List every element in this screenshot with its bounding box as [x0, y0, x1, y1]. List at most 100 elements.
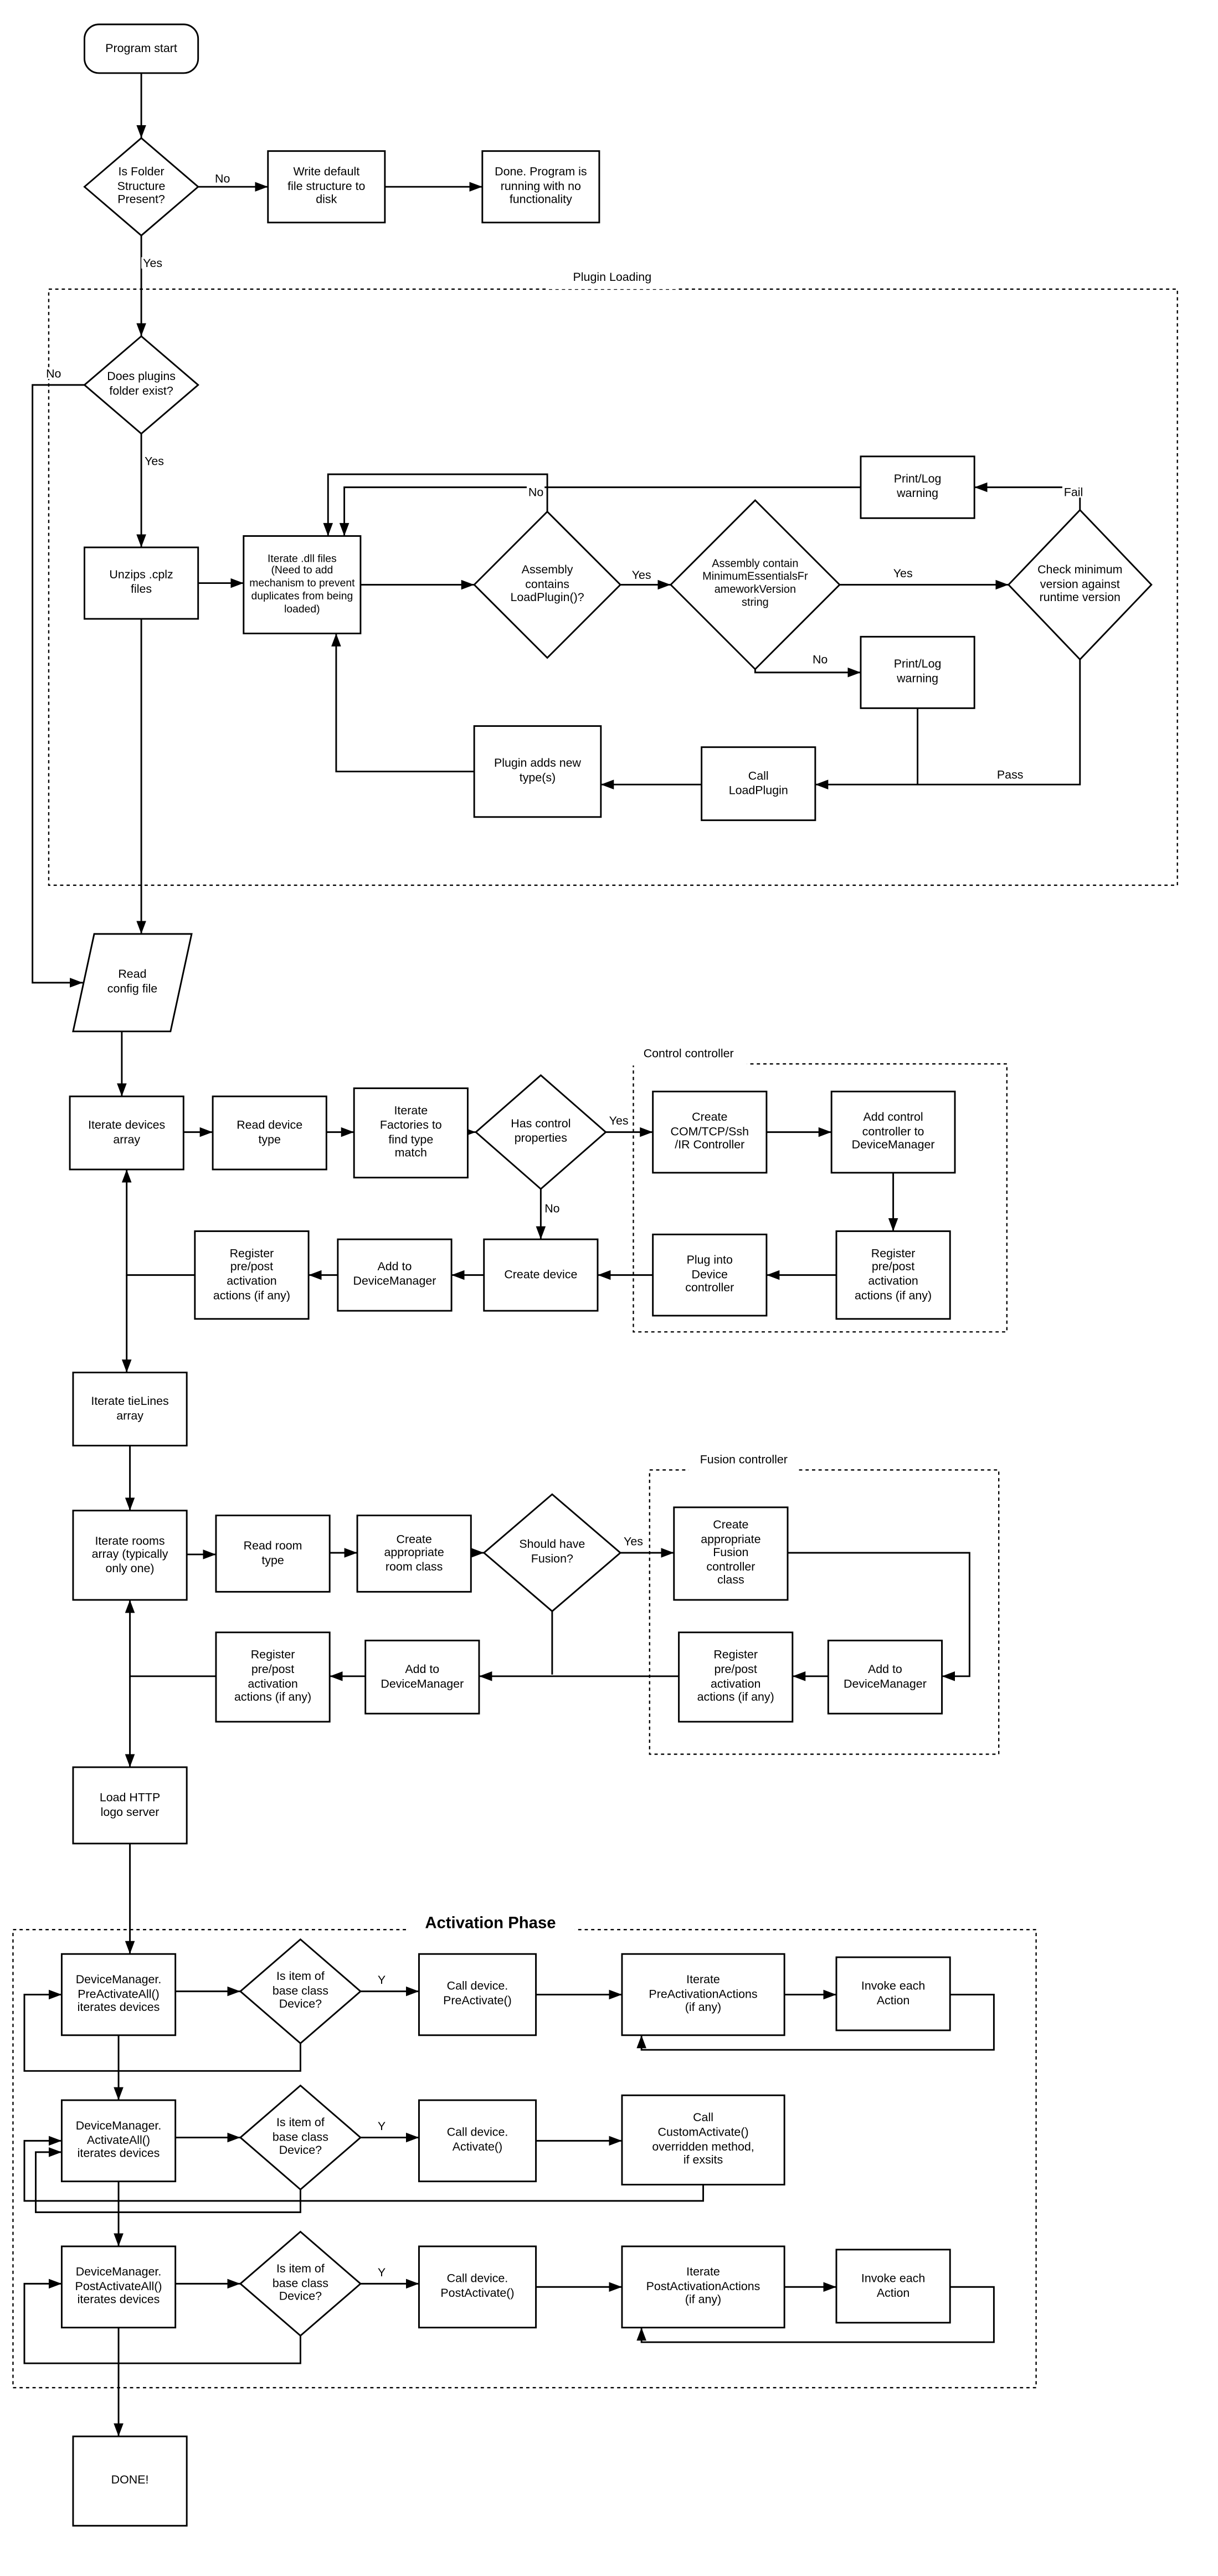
plug-into-device-shape [652, 1233, 768, 1317]
node-read-room-type: Read room type [243, 1538, 302, 1567]
node-assembly-minver: Assembly contain MinimumEssentialsFr ame… [702, 558, 808, 609]
fusion-controller-box [649, 1469, 1000, 1755]
edge-label-control-no: No [543, 1202, 562, 1214]
is-base-device-2-diamond [239, 2084, 362, 2191]
read-room-type-shape [215, 1515, 331, 1593]
node-call-preactivate: Call device. PreActivate() [443, 1979, 512, 2008]
load-http-logo-shape [72, 1766, 188, 1845]
printlog-warning-top-shape [860, 455, 975, 519]
add-to-dm-fusion-shape [827, 1639, 943, 1715]
done-no-functionality-shape [481, 150, 600, 224]
edge-label-minver-no: No [811, 653, 830, 665]
container-label-plugin-loading: Plugin Loading [547, 270, 677, 289]
node-create-device: Create device [504, 1266, 578, 1281]
register-prepost-device-shape [194, 1230, 310, 1320]
node-iterate-rooms: Iterate rooms array (typically only one) [91, 1532, 168, 1576]
node-create-room-class: Create appropriate room class [384, 1531, 444, 1574]
register-prepost-fusion-shape [678, 1631, 794, 1723]
edge-label-version-fail: Fail [1062, 486, 1085, 498]
does-plugins-exist-diamond [83, 335, 199, 435]
dm-postactivateall-shape [60, 2245, 177, 2329]
node-register-prepost-room: Register pre/post activation actions (if… [234, 1648, 312, 1704]
node-done: DONE! [111, 2472, 149, 2487]
add-to-dm-room-shape [364, 1639, 480, 1715]
node-program-start: Program start [105, 40, 177, 55]
write-default-shape [267, 150, 386, 224]
node-dm-activateall: DeviceManager. ActivateAll() iterates de… [75, 2118, 162, 2161]
node-invoke-each-action-3: Invoke each Action [861, 2270, 926, 2300]
node-read-device-type: Read device type [237, 1117, 303, 1146]
dm-activateall-shape [60, 2099, 177, 2183]
unzips-cplz-shape [83, 546, 199, 620]
read-config-parallelogram [72, 933, 193, 1033]
node-call-postactivate: Call device. PostActivate() [440, 2271, 515, 2300]
is-folder-diamond [83, 137, 199, 237]
edge-label-minver-yes: Yes [891, 567, 914, 579]
edge-label-version-pass: Pass [995, 768, 1025, 781]
node-register-prepost-fusion: Register pre/post activation actions (if… [697, 1648, 774, 1704]
edge-label-fusion-yes: Yes [622, 1535, 645, 1547]
edge-label-loadplugin-yes: Yes [630, 568, 653, 581]
register-prepost-ctrl-shape [835, 1230, 951, 1320]
edge-label-base1-y: Y [376, 1974, 388, 1986]
iterate-tielines-shape [72, 1372, 188, 1446]
node-is-base-device-2: Is item of base class Device? [272, 2115, 328, 2158]
node-add-to-dm-fusion: Add to DeviceManager [843, 1661, 927, 1690]
done-shape [72, 2435, 188, 2527]
node-iterate-postactions: Iterate PostActivationActions (if any) [646, 2264, 760, 2307]
node-dm-preactivateall: DeviceManager. PreActivateAll() iterates… [75, 1972, 162, 2015]
container-label-fusion-controller: Fusion controller [688, 1453, 799, 1472]
plugin-loading-box [48, 288, 1178, 886]
edge-label-base3-y: Y [376, 2266, 388, 2279]
iterate-factories-shape [353, 1087, 469, 1179]
node-register-prepost-device: Register pre/post activation actions (if… [213, 1245, 291, 1302]
node-call-customactivate: Call CustomActivate() overridden method,… [652, 2110, 754, 2167]
node-register-prepost-ctrl: Register pre/post activation actions (if… [855, 1245, 932, 1302]
add-to-dm-device-shape [337, 1238, 453, 1312]
container-label-activation-phase: Activation Phase [406, 1915, 575, 1936]
node-read-config: Read config file [107, 967, 158, 996]
call-activate-shape [418, 2099, 537, 2183]
create-device-shape [483, 1238, 599, 1312]
printlog-warning-mid-shape [860, 635, 975, 709]
is-base-device-1-diamond [239, 1938, 362, 2045]
node-does-plugins-exist: Does plugins folder exist? [107, 369, 176, 398]
assembly-minver-diamond [669, 499, 841, 671]
edge-label-base2-y: Y [376, 2120, 388, 2132]
node-done-no-functionality: Done. Program is running with no functio… [495, 164, 587, 207]
add-control-to-dm-shape [830, 1090, 956, 1174]
create-room-class-shape [356, 1515, 472, 1593]
iterate-dll-shape [243, 535, 362, 634]
node-add-to-dm-device: Add to DeviceManager [353, 1259, 436, 1289]
assembly-loadplugin-diamond [473, 510, 622, 659]
node-plugin-adds-types: Plugin adds new type(s) [494, 756, 582, 785]
node-unzips-cplz: Unzips .cplz files [109, 567, 173, 597]
node-plug-into-device: Plug into Device controller [685, 1253, 734, 1295]
node-should-have-fusion: Should have Fusion? [519, 1537, 585, 1566]
edge-label-plugins-yes: Yes [143, 455, 166, 467]
node-create-fusion-controller: Create appropriate Fusion controller cla… [701, 1517, 761, 1588]
node-load-http-logo: Load HTTP logo server [99, 1789, 161, 1819]
node-add-control-to-dm: Add control controller to DeviceManager [851, 1110, 935, 1152]
node-call-activate: Call device. Activate() [446, 2125, 508, 2154]
node-iterate-preactions: Iterate PreActivationActions (if any) [649, 1972, 758, 2015]
node-iterate-dll: Iterate .dll files (Need to add mechanis… [249, 553, 355, 615]
node-printlog-warning-top: Print/Log warning [893, 471, 942, 501]
is-base-device-3-diamond [239, 2230, 362, 2337]
node-assembly-loadplugin: Assembly contains LoadPlugin()? [510, 562, 584, 605]
edge-label-folder-no: No [213, 172, 232, 184]
has-control-props-diamond [474, 1074, 607, 1190]
node-dm-postactivateall: DeviceManager. PostActivateAll() iterate… [75, 2264, 162, 2307]
node-is-base-device-3: Is item of base class Device? [272, 2261, 328, 2304]
node-check-min-version: Check minimum version against runtime ve… [1037, 562, 1123, 605]
dm-preactivateall-shape [60, 1953, 177, 2036]
node-call-loadplugin: Call LoadPlugin [728, 768, 788, 797]
edge-label-loadplugin-no: No [526, 486, 546, 498]
node-add-to-dm-room: Add to DeviceManager [381, 1661, 464, 1690]
create-fusion-controller-shape [673, 1506, 789, 1601]
call-customactivate-shape [621, 2094, 785, 2186]
iterate-rooms-shape [72, 1510, 188, 1601]
should-have-fusion-diamond [482, 1493, 622, 1613]
invoke-each-action-1-shape [835, 1956, 951, 2031]
